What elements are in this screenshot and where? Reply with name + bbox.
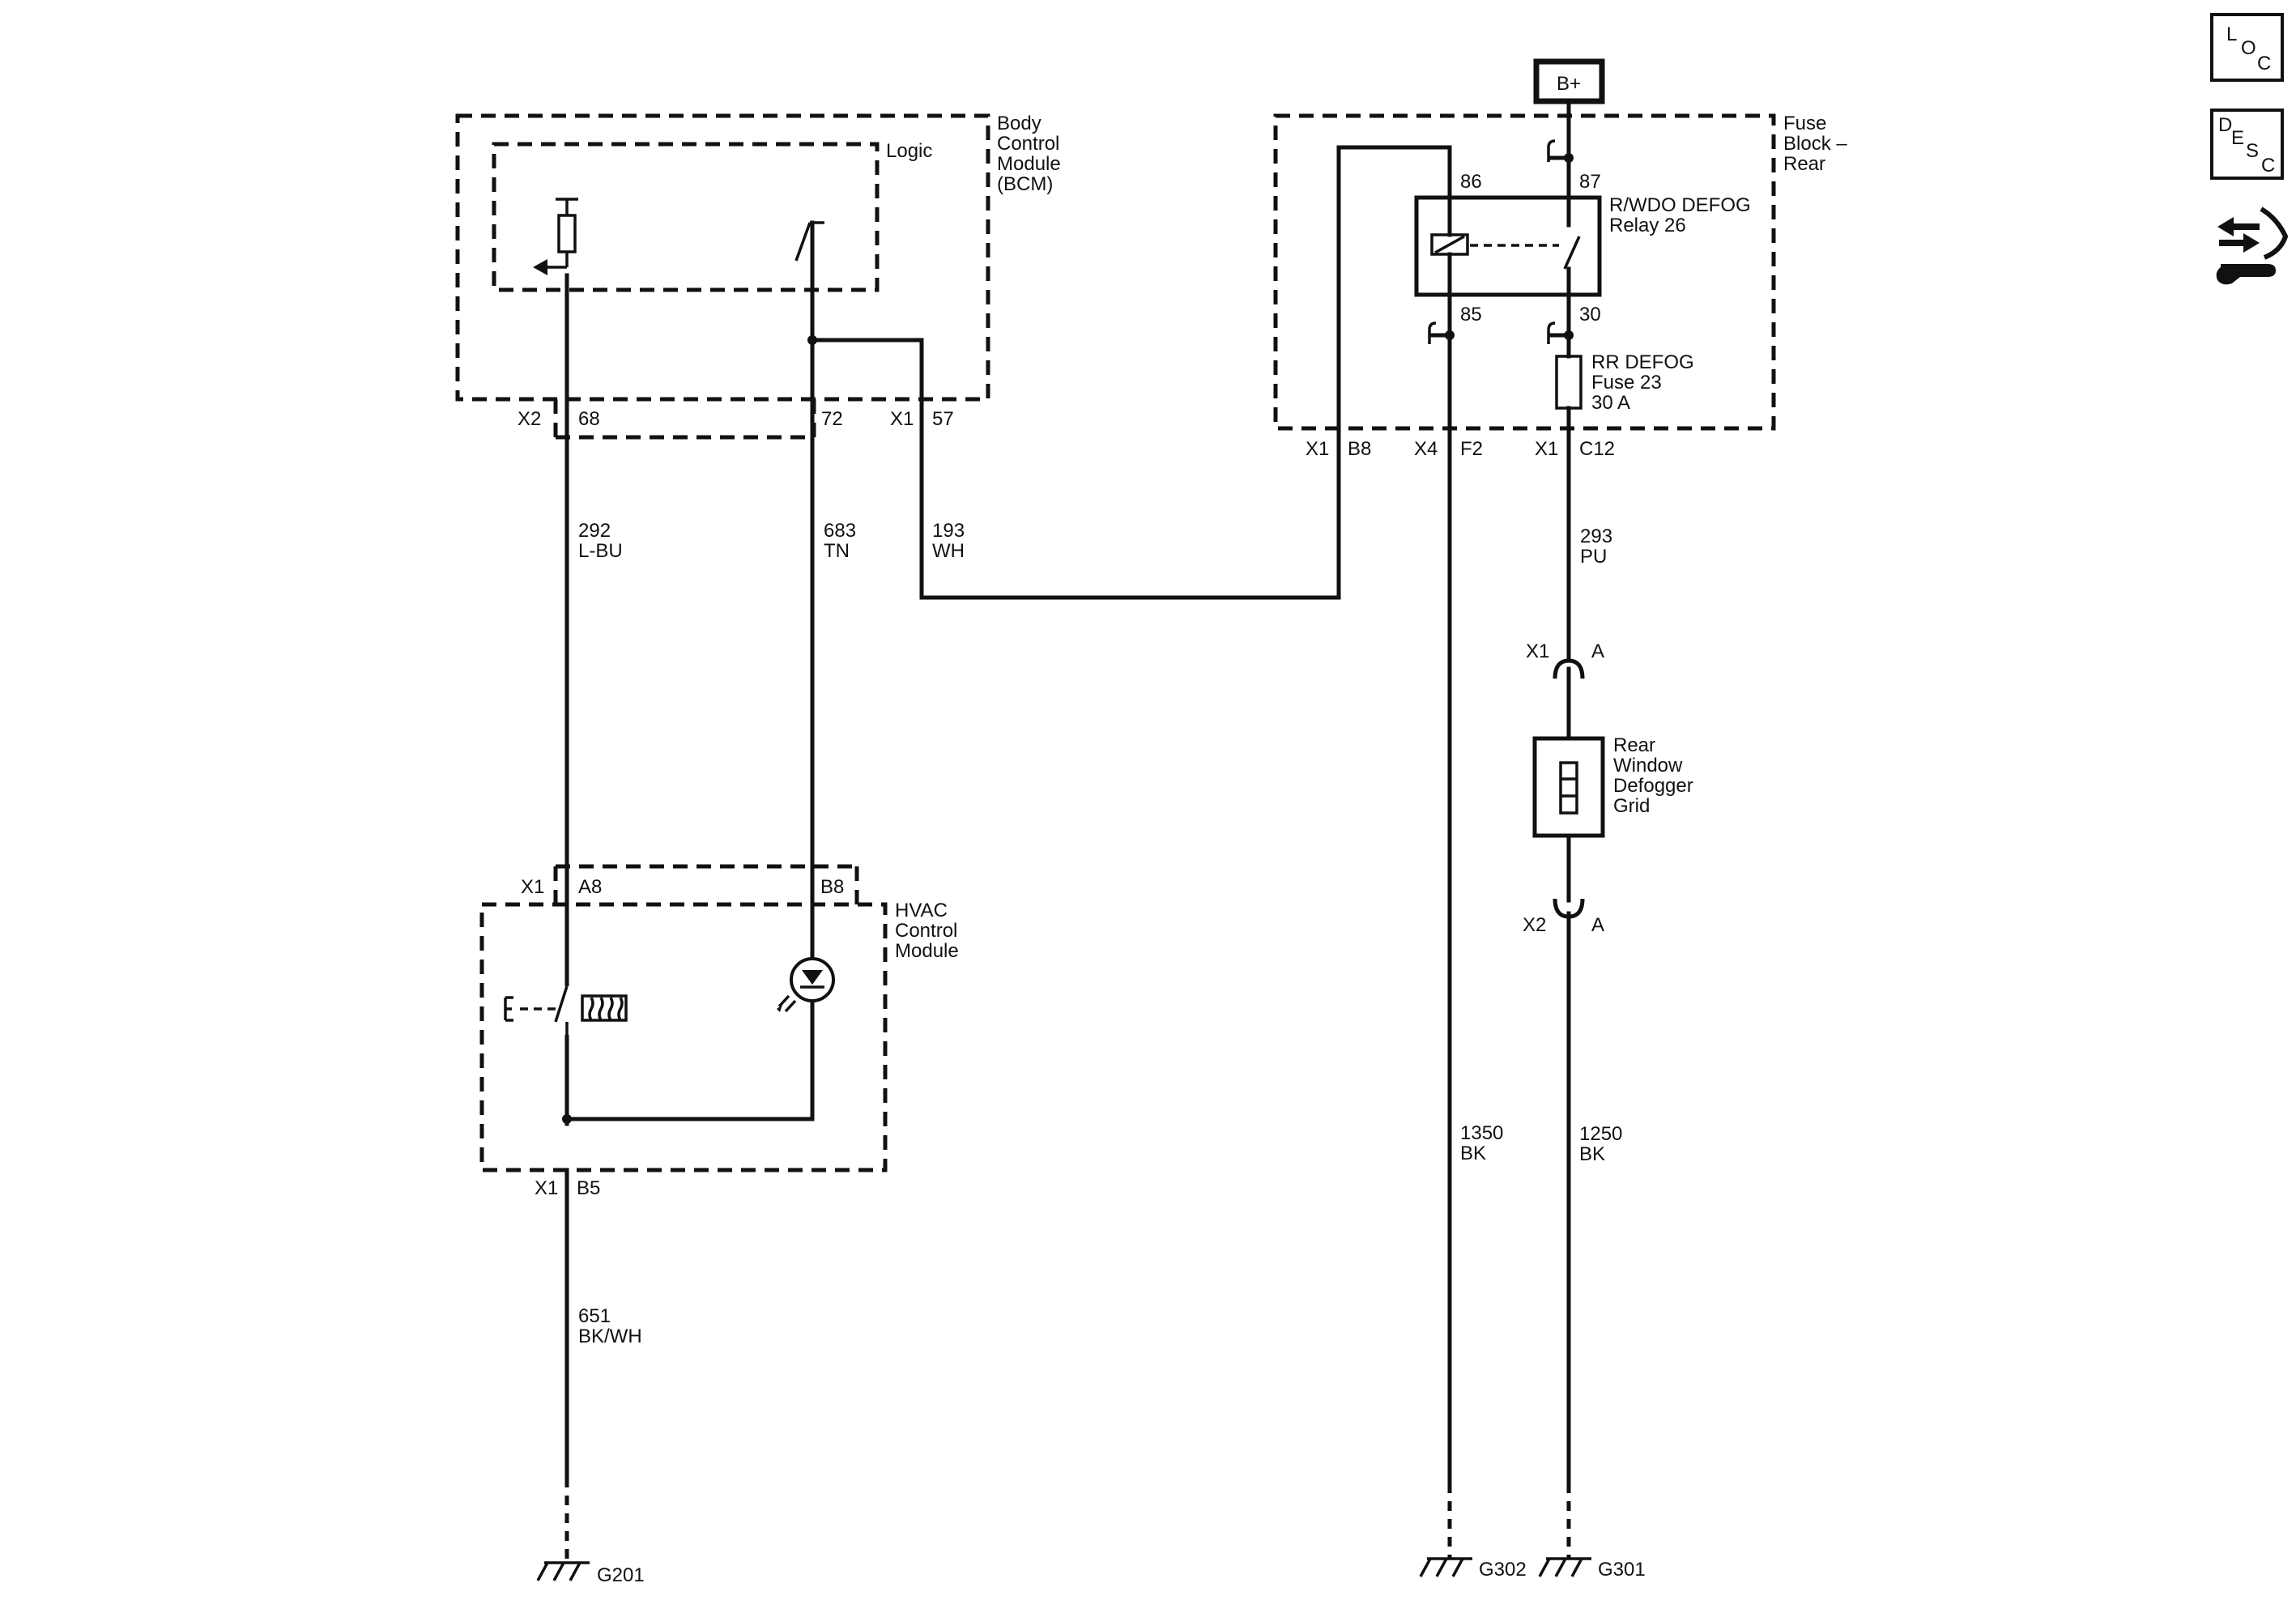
location-button[interactable]: L O C <box>2210 13 2284 82</box>
relay-26-name: R/WDO DEFOG Relay 26 <box>1609 194 1756 236</box>
location-letter-1: L <box>2226 23 2237 45</box>
terminal-85-icon <box>1428 321 1455 344</box>
right-wires <box>1447 333 1571 1559</box>
grid-connector-x1-icon <box>1553 658 1585 684</box>
fuse-23-icon <box>1555 355 1582 410</box>
grid-connector-x2-pin: A <box>1591 914 1604 936</box>
fuse-block-rear: Fuse Block – Rear B+ R/WDO DEFOG Relay 2… <box>1273 58 1852 460</box>
fuse-block-outline <box>1273 113 1776 431</box>
fuse-block-pin-f2: F2 <box>1460 438 1483 460</box>
bcm-connector-x1: X1 <box>890 408 914 430</box>
fuse-23-name: RR DEFOG Fuse 23 30 A <box>1591 351 1699 414</box>
defog-switch-icon <box>504 996 559 1022</box>
bcm-logic-outline <box>492 142 880 292</box>
defogger-grid-outline <box>1532 736 1605 838</box>
bcm-pin-72: 72 <box>821 408 843 430</box>
indicator-led-icon <box>777 957 835 1013</box>
hvac-connector-x1: X1 <box>521 876 544 898</box>
wire-683-label: 683 TN <box>824 520 862 562</box>
wire-292-label: 292 L-BU <box>578 520 623 562</box>
description-button[interactable]: D E S C <box>2210 109 2284 180</box>
relay-coil-icon <box>1430 195 1559 297</box>
battery-positive-badge: B+ <box>1533 58 1605 104</box>
wire-1350-label: 1350 BK <box>1460 1122 1509 1164</box>
hvac-pin-b5: B5 <box>577 1177 600 1199</box>
bcm-connector-x2: X2 <box>518 408 541 430</box>
rear-defrost-icon <box>581 994 628 1022</box>
wire-293-label: 293 PU <box>1580 526 1618 568</box>
hvac-pin-a8: A8 <box>578 876 602 898</box>
fuse-block-connector-x1-b8: X1 <box>1306 438 1329 460</box>
description-letter-1: D <box>2218 114 2232 136</box>
hvac-name: HVAC Control Module <box>895 900 963 962</box>
relay-switch-icon <box>1563 195 1581 297</box>
hvac-connector-strip <box>553 864 859 904</box>
wire-193-label: 193 WH <box>932 520 970 562</box>
bcm-name: Body Control Module (BCM) <box>997 113 1066 195</box>
wire-193 <box>810 145 1452 600</box>
ground-g301: G301 <box>1538 1557 1646 1581</box>
grid-connector-x2-icon <box>1553 883 1585 919</box>
ground-g201: G201 <box>536 1561 645 1586</box>
grid-connector-x2: X2 <box>1523 914 1546 936</box>
relay-pin-30: 30 <box>1579 304 1601 326</box>
pullup-resistor-icon <box>533 198 578 275</box>
bcm-pin-57: 57 <box>932 408 954 430</box>
left-wires <box>564 145 1452 1563</box>
hvac-outline <box>479 902 888 1172</box>
connector-repair-icon[interactable] <box>2216 206 2289 285</box>
fuse-block-connector-x4: X4 <box>1414 438 1438 460</box>
battery-positive-label: B+ <box>1557 73 1581 95</box>
description-letter-2: E <box>2231 127 2244 149</box>
ground-g301-label: G301 <box>1598 1559 1646 1581</box>
fuse-block-name: Fuse Block – Rear <box>1783 113 1852 175</box>
defogger-grid-name: Rear Window Defogger Grid <box>1613 734 1698 817</box>
relay-26-box <box>1414 195 1602 297</box>
hvac-connector-x1-bottom: X1 <box>535 1177 558 1199</box>
ground-g302-label: G302 <box>1479 1559 1527 1581</box>
ground-g302: G302 <box>1419 1557 1527 1581</box>
hvac-module: HVAC Control Module X1 A8 B8 X1 B5 <box>479 864 963 1199</box>
relay-pin-85: 85 <box>1460 304 1482 326</box>
description-letter-4: C <box>2261 155 2275 177</box>
location-letter-2: O <box>2241 37 2256 59</box>
fuse-block-pin-c12: C12 <box>1579 438 1615 460</box>
grid-connector-x1: X1 <box>1526 640 1549 662</box>
fuse-block-pin-b8: B8 <box>1348 438 1371 460</box>
bcm-module: Logic Body Control Module (BCM) X2 6 <box>455 113 1066 440</box>
description-letter-3: S <box>2246 140 2259 162</box>
ground-g201-label: G201 <box>597 1564 645 1586</box>
fuse-block-connector-x1-c12: X1 <box>1535 438 1558 460</box>
defogger-grid <box>1532 736 1605 838</box>
bcm-outline <box>455 113 990 402</box>
wire-1250-label: 1250 BK <box>1579 1123 1628 1165</box>
relay-pin-87: 87 <box>1579 171 1601 193</box>
relay-pin-86: 86 <box>1460 171 1482 193</box>
grid-connector-x1-pin: A <box>1591 640 1604 662</box>
wire-651-label: 651 BK/WH <box>578 1305 642 1347</box>
location-letter-3: C <box>2257 53 2271 74</box>
bcm-logic-label: Logic <box>886 140 932 162</box>
bcm-pin-68: 68 <box>578 408 600 430</box>
hvac-pin-b8: B8 <box>820 876 844 898</box>
